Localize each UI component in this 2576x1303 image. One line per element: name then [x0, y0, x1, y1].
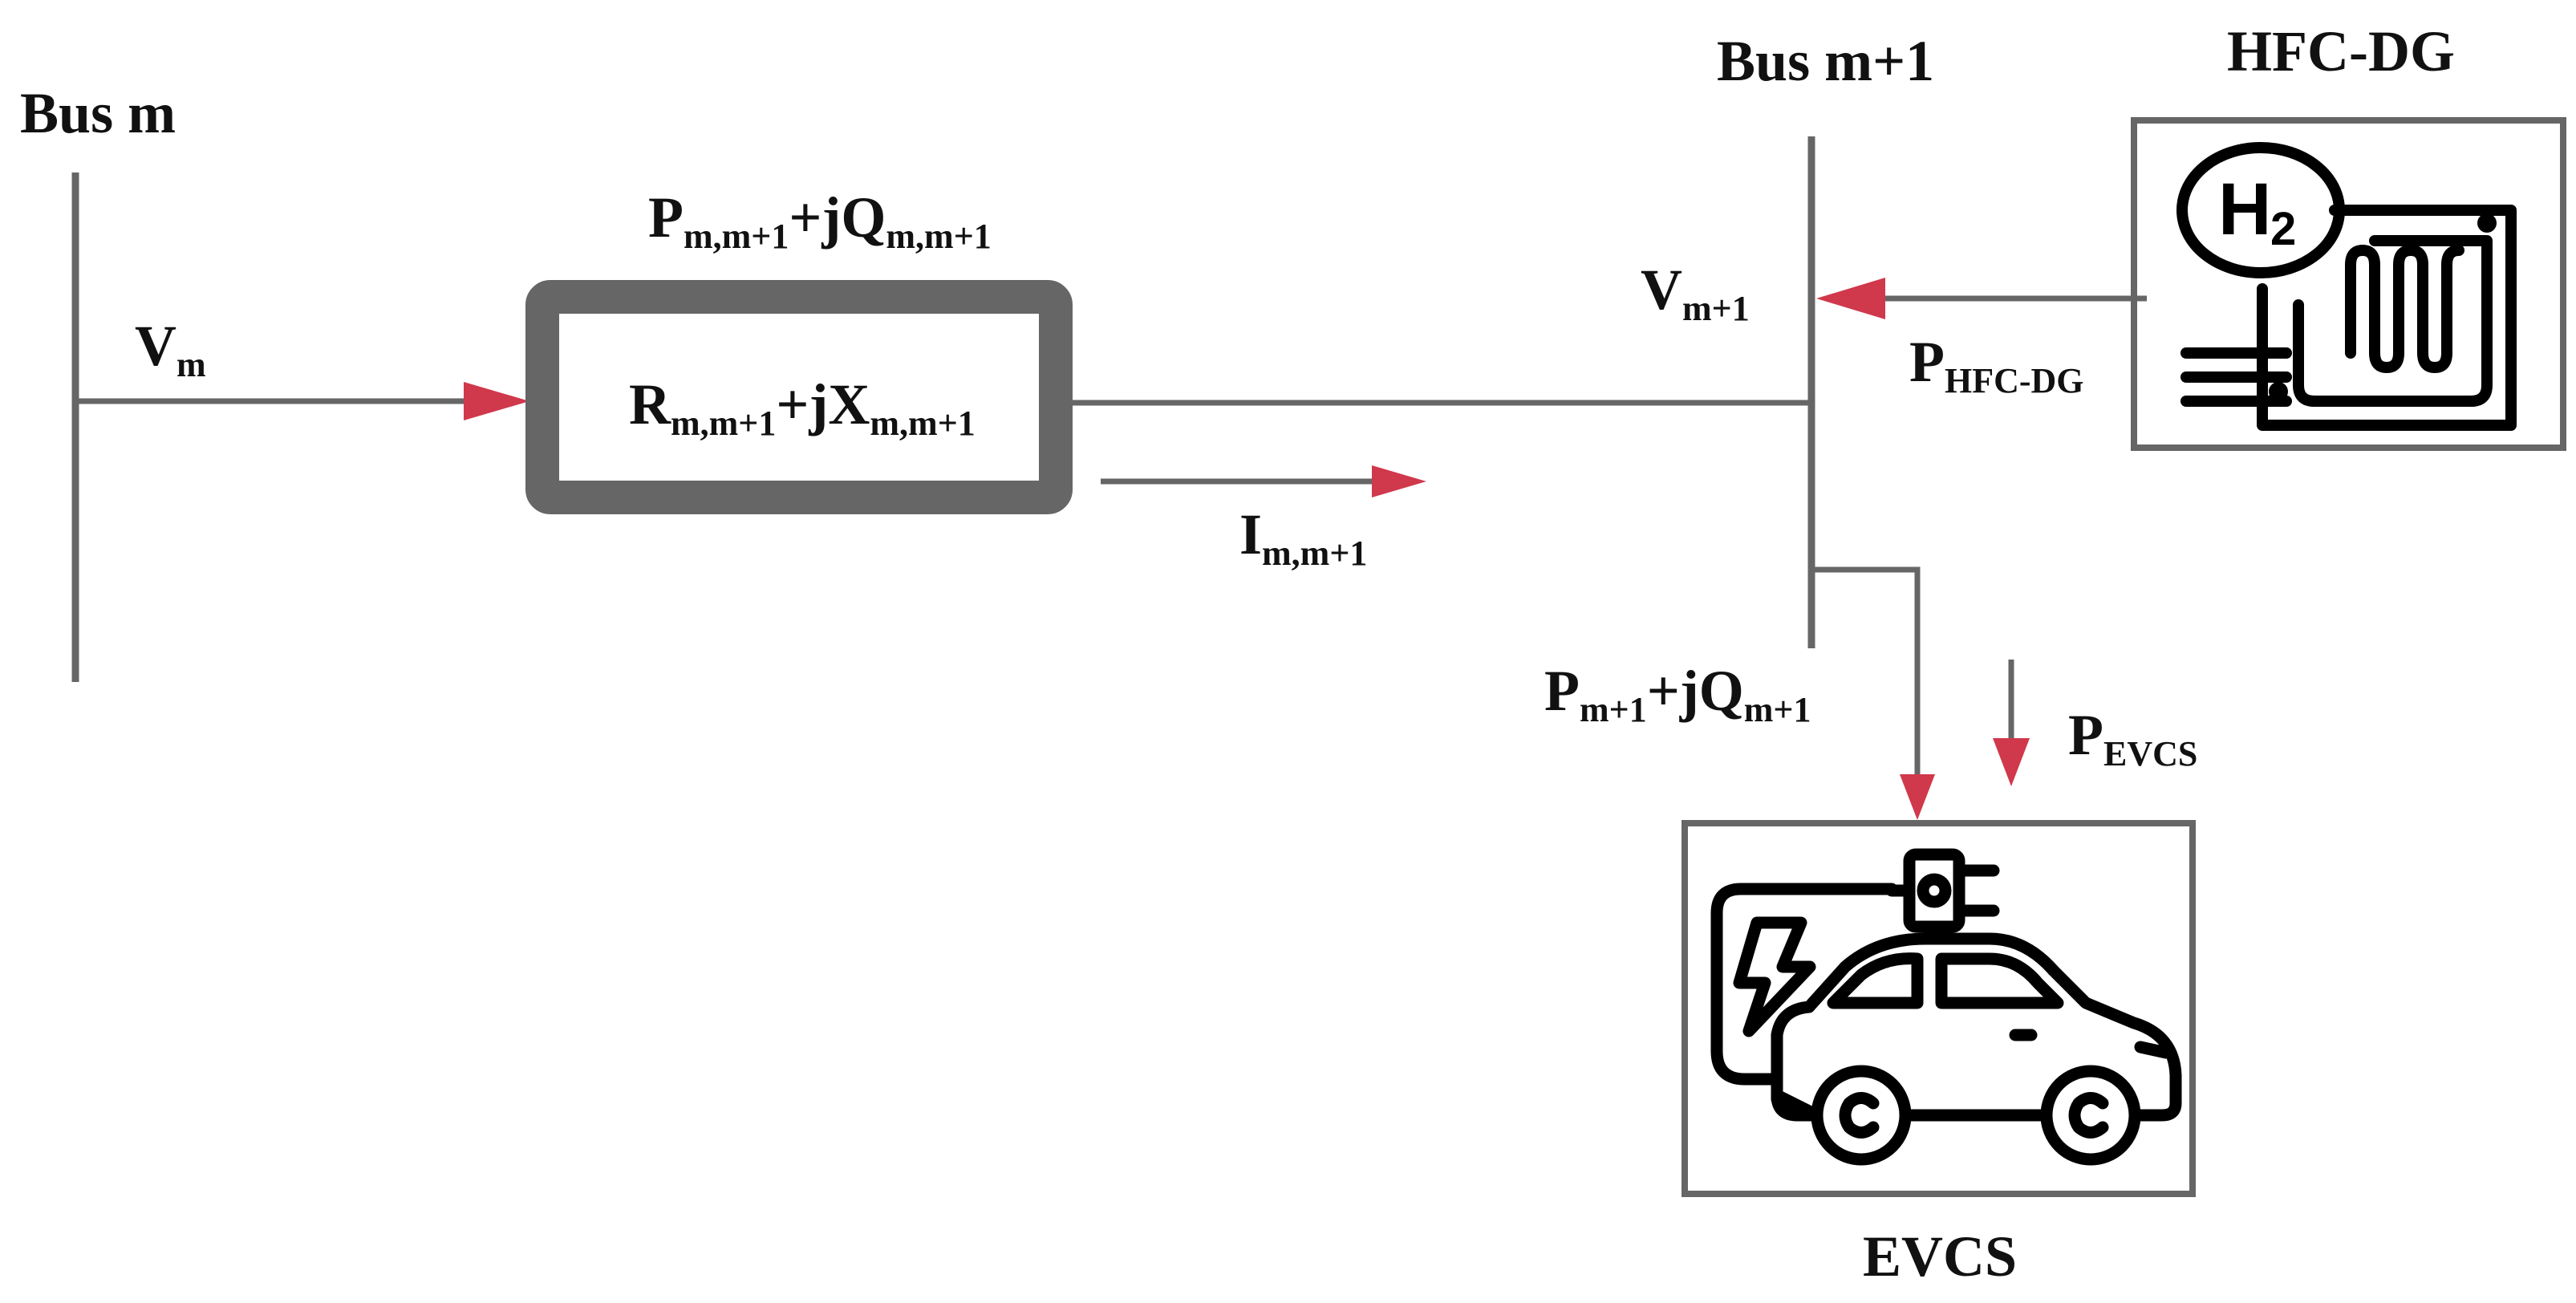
load-power-label: Pm+1+jQm+1 — [1544, 659, 1811, 729]
branch-arrow-head — [1900, 774, 1935, 820]
fuel-cell-icon: H 2 — [2176, 142, 2517, 431]
branch-to-evcs — [1811, 566, 1921, 786]
vm-label: Vm — [135, 314, 206, 384]
bus-m1-label: Bus m+1 — [1717, 29, 1934, 93]
h2-badge-subscript: 2 — [2270, 203, 2296, 255]
p-evcs-arrow-head — [1993, 738, 2030, 786]
impedance-box — [525, 280, 1073, 514]
arrow-vm — [464, 382, 529, 420]
electric-car-charging-icon — [1710, 848, 2182, 1166]
vm1-label: Vm+1 — [1641, 258, 1750, 328]
current-label: Im,m+1 — [1239, 502, 1367, 573]
p-hfc-label: PHFC-DG — [1909, 330, 2084, 400]
current-arrow-head — [1372, 465, 1426, 497]
p-evcs-label: PEVCS — [2068, 703, 2197, 773]
bus-m-label: Bus m — [20, 81, 176, 145]
evcs-title: EVCS — [1863, 1224, 2017, 1289]
hfc-dg-arrow-head — [1816, 278, 1885, 319]
line-power-label: Pm,m+1+jQm,m+1 — [648, 185, 992, 256]
hfc-dg-title: HFC-DG — [2227, 19, 2455, 83]
impedance-label: Rm,m+1+jXm,m+1 — [629, 372, 976, 443]
h2-badge-letter: H — [2218, 168, 2271, 250]
